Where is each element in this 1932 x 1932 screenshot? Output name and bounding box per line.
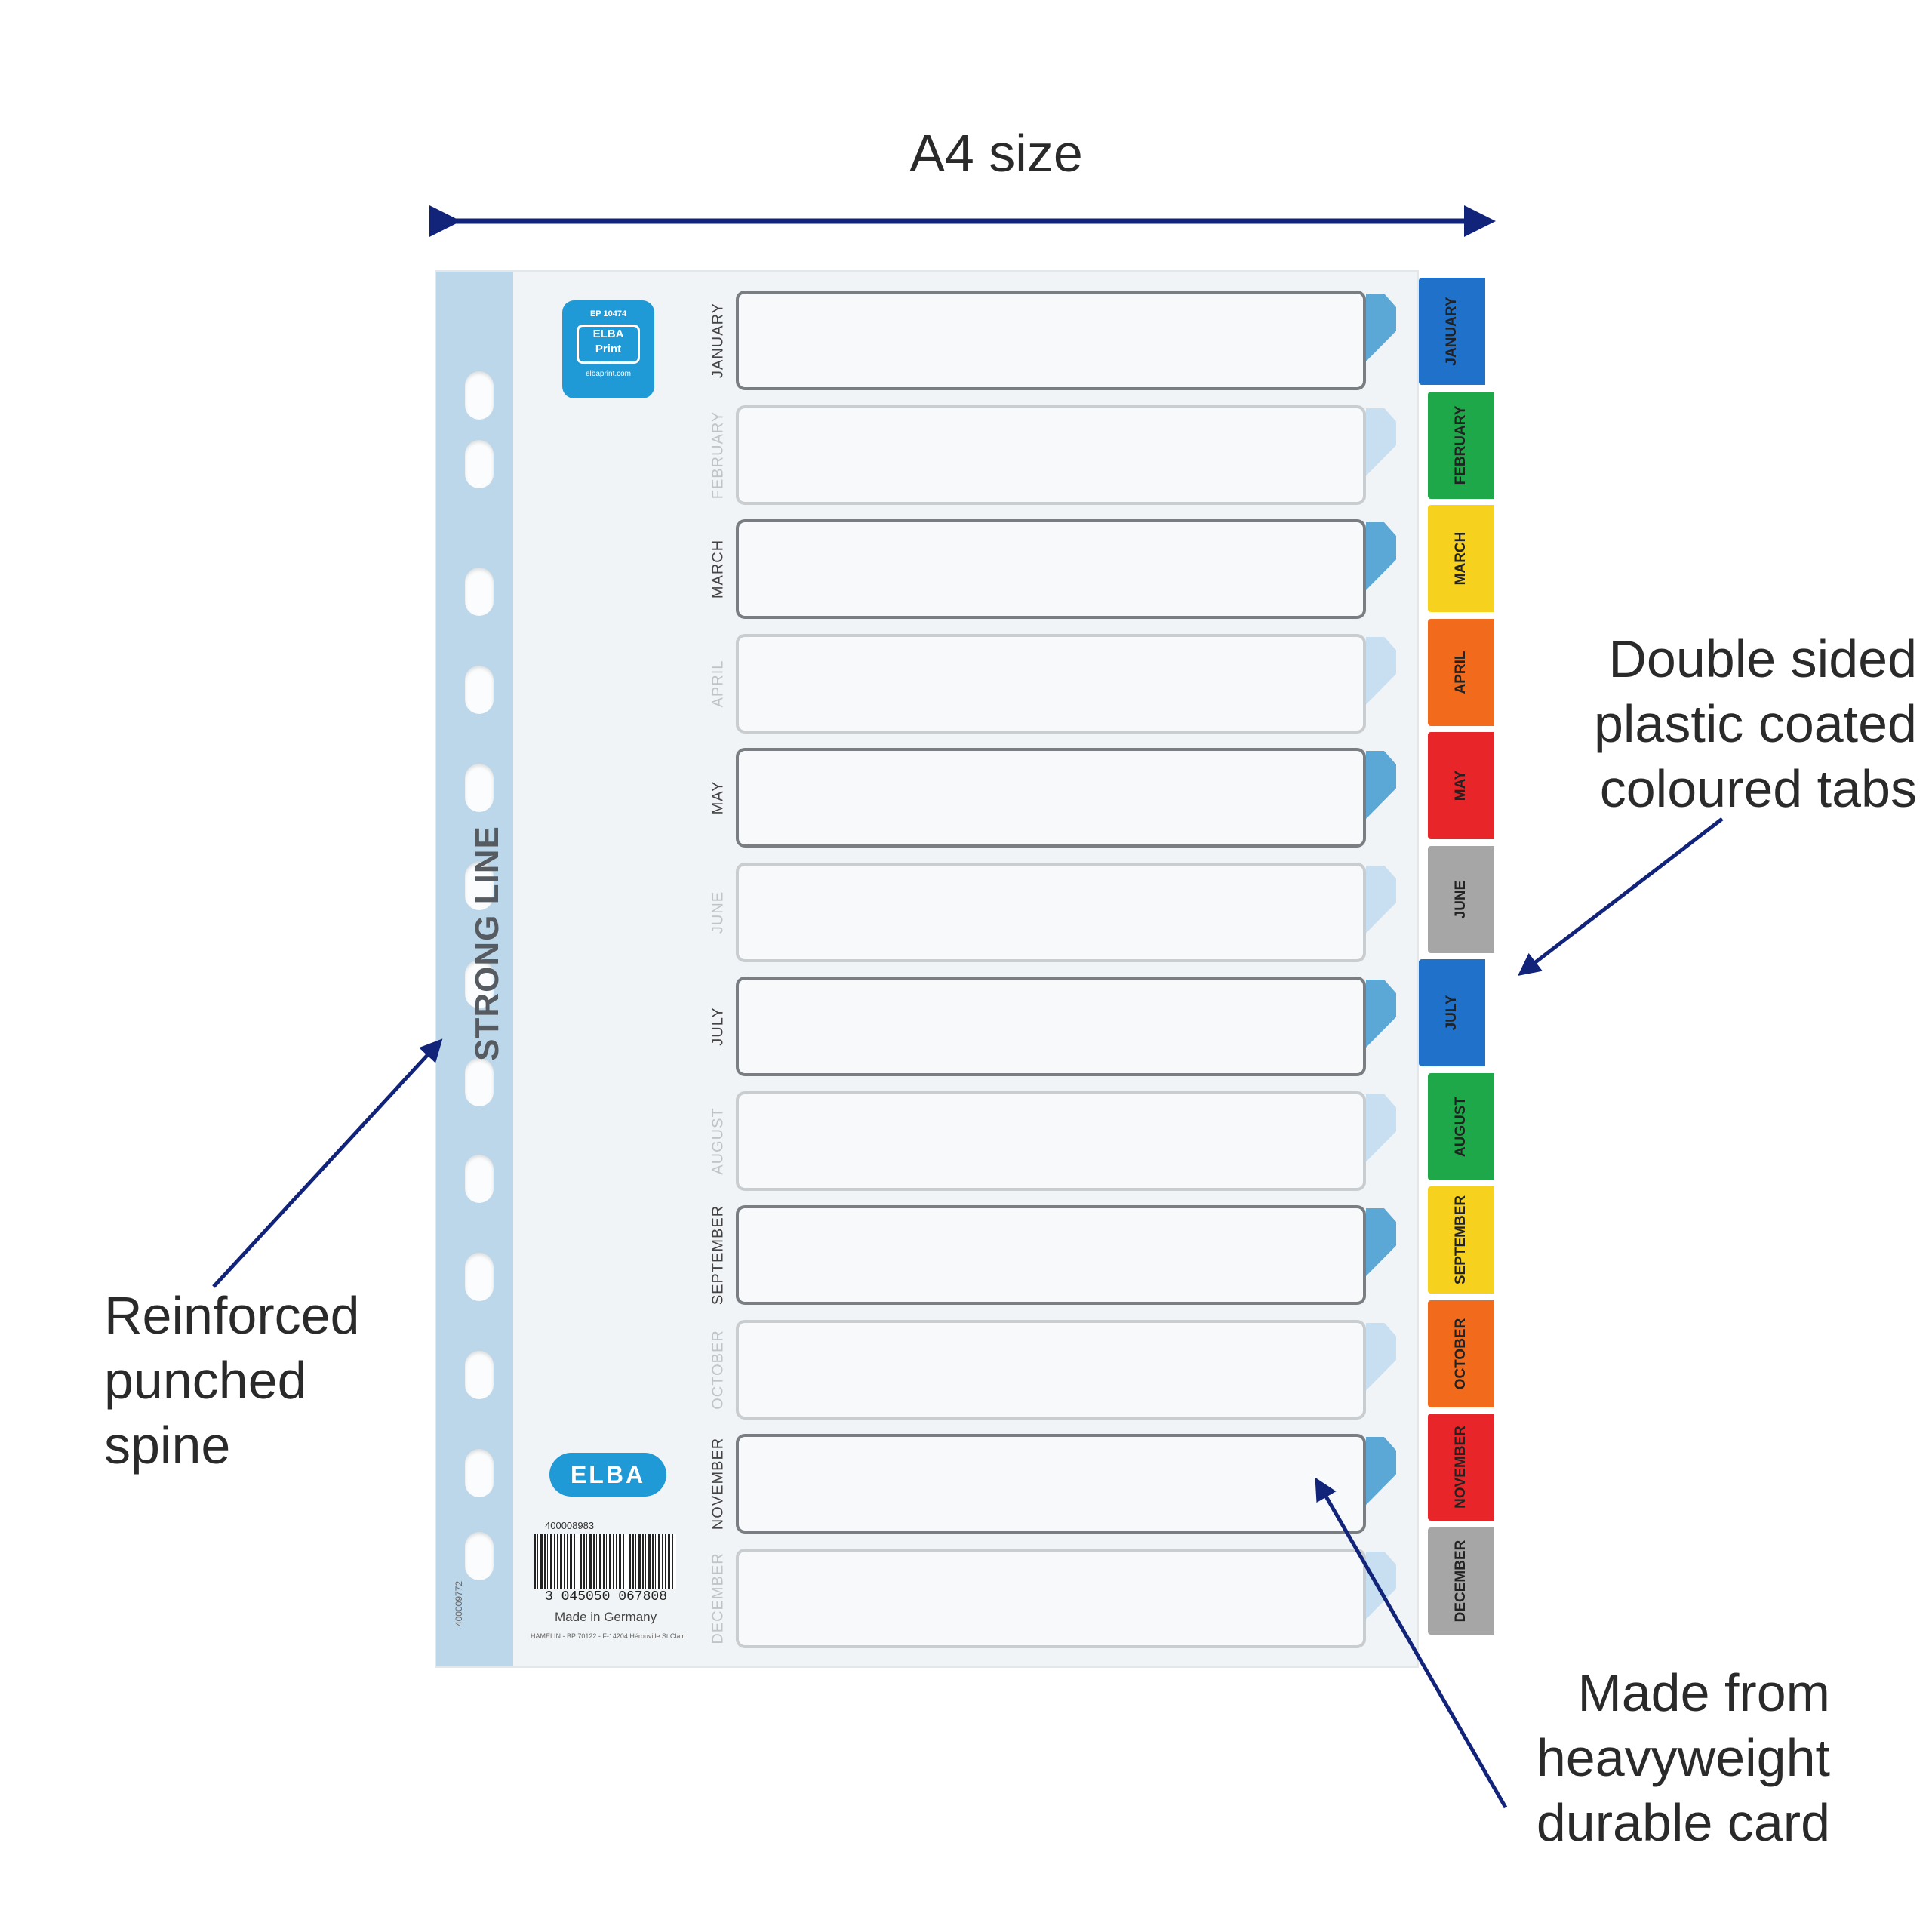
badge-logo: ELBA [592, 328, 624, 340]
punched-hole [465, 764, 494, 812]
month-tab [1428, 1527, 1494, 1635]
month-label-field [736, 291, 1366, 390]
month-label-field [736, 1205, 1366, 1305]
elba-print-badge: EP 10474 ELBA Print elbaprint.com [562, 300, 654, 398]
month-tab [1428, 732, 1494, 839]
barcode [534, 1534, 676, 1596]
callout-card-line-2: heavyweight [1536, 1728, 1830, 1787]
elba-logo: ELBA [549, 1453, 666, 1497]
punched-hole [465, 568, 494, 616]
month-tab [1428, 845, 1494, 953]
product-code: 400008983 [545, 1520, 595, 1531]
punched-hole [465, 1253, 494, 1301]
month-label-field [736, 519, 1366, 619]
tabs-arrow [1518, 817, 1724, 977]
month-tab [1419, 278, 1485, 385]
month-tab [1428, 1414, 1494, 1521]
badge-printer-icon: ELBA Print [577, 325, 640, 364]
punched-hole [465, 371, 494, 420]
month-label-field [736, 862, 1366, 962]
callout-tabs-line-3: coloured tabs [1599, 759, 1917, 818]
badge-url: elbaprint.com [585, 370, 632, 378]
punched-hole [465, 1058, 494, 1106]
month-tab [1428, 391, 1494, 499]
punched-hole [465, 1532, 494, 1580]
month-label-field [736, 405, 1366, 505]
punched-hole [465, 1155, 494, 1203]
callout-tabs: Double sided plastic coated coloured tab… [1594, 626, 1917, 821]
callout-spine-line-1: Reinforced [104, 1286, 360, 1345]
month-label-field [736, 1319, 1366, 1420]
month-tab [1428, 618, 1494, 726]
punched-hole [465, 1351, 494, 1399]
made-in-label: Made in Germany [555, 1610, 657, 1624]
month-tab [1428, 1186, 1494, 1294]
badge-code: EP 10474 [589, 309, 627, 318]
month-label-field [736, 1091, 1366, 1191]
punched-hole [465, 666, 494, 714]
month-tab [1428, 505, 1494, 612]
punched-hole [465, 1449, 494, 1497]
month-tab [1419, 959, 1485, 1066]
callout-tabs-line-2: plastic coated [1593, 694, 1917, 753]
month-tab [1428, 1072, 1494, 1180]
month-label-field [736, 748, 1366, 848]
punched-hole [465, 862, 494, 910]
month-label-field [736, 633, 1366, 734]
barcode-number: 3 045050 067808 [531, 1589, 681, 1604]
callout-card-line-1: Made from [1577, 1663, 1830, 1722]
callout-spine-line-2: punched [104, 1351, 307, 1410]
callout-card: Made from heavyweight durable card [1537, 1660, 1830, 1855]
month-label-field [736, 1548, 1366, 1648]
month-tab [1428, 1300, 1494, 1407]
spine-arrow [212, 1038, 443, 1288]
month-label-field [736, 977, 1366, 1076]
month-label-field [736, 1434, 1366, 1534]
callout-card-line-3: durable card [1536, 1793, 1830, 1852]
address-label: HAMELIN - BP 70122 - F-14204 Hérouville … [531, 1632, 685, 1640]
callout-tabs-line-1: Double sided [1608, 629, 1917, 688]
punched-hole [465, 440, 494, 488]
card-arrow [1315, 1477, 1508, 1809]
dimension-label: A4 size [909, 124, 1083, 183]
badge-print: Print [595, 343, 622, 355]
callout-spine-line-3: spine [104, 1416, 231, 1475]
callout-spine: Reinforced punched spine [104, 1283, 360, 1478]
punched-hole [465, 960, 494, 1008]
